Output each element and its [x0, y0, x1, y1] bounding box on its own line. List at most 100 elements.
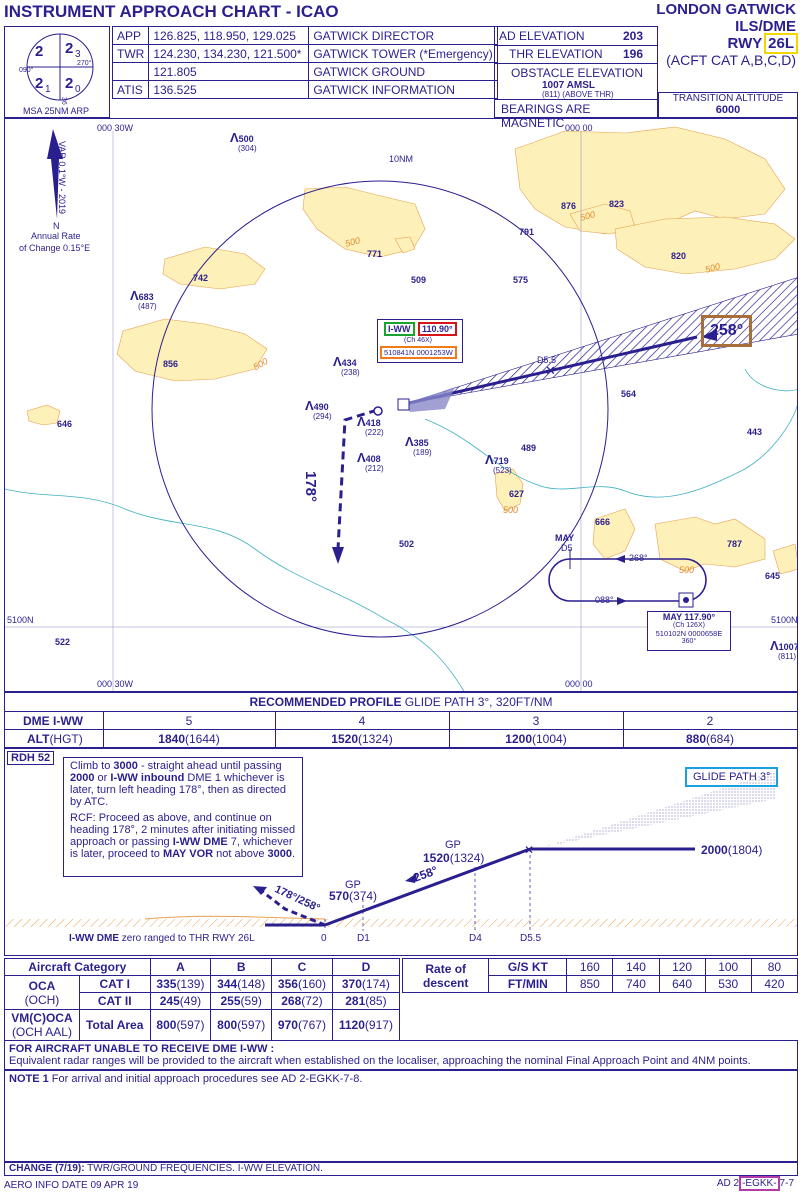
d55-label: D5.5	[537, 355, 557, 365]
obstacle-height: (304)	[238, 144, 257, 153]
obstacle: Λ490(294)	[305, 398, 332, 421]
rcf-t4b: MAY VOR	[162, 848, 214, 860]
hold-inbound: 268°	[629, 553, 648, 563]
vm-c: 970(767)	[271, 1009, 333, 1041]
profile-hgt-value: (1004)	[532, 732, 567, 746]
thr-elevation-label: THR ELEVATION	[509, 47, 603, 61]
profile-alt-cell: 1520(1324)	[275, 732, 449, 746]
obstacle-icon: Λ	[305, 398, 314, 413]
vm-cell: VM(C)OCA(OCH AAL)	[4, 1009, 80, 1041]
frequency-service: TWR	[111, 44, 150, 63]
profile-hgt-value: (1644)	[185, 732, 220, 746]
spot-height: 820	[671, 251, 687, 261]
profile-dme-cell: 5	[185, 714, 193, 728]
minima-cat1-row: OCA(OCH) CAT I 335(139) 344(148) 356(160…	[4, 975, 401, 1010]
aero-info-date: AERO INFO DATE 09 APR 19	[4, 1180, 139, 1191]
obstacle: Λ385(189)	[405, 435, 432, 457]
gp1-alt-value: 1520	[423, 851, 450, 865]
obstacle-icon: Λ	[130, 288, 139, 303]
frequency-freq: 121.805	[148, 62, 310, 81]
rod-label2: descent	[423, 975, 469, 990]
profile-diagram: ✕	[5, 771, 797, 931]
range-ring-label: 10NM	[389, 154, 414, 164]
change-label: CHANGE (7/19):	[9, 1163, 85, 1174]
obstacle-elevation: 434	[341, 358, 357, 368]
vm-sub: (OCH AAL)	[11, 1025, 72, 1039]
profile-table: RECOMMENDED PROFILE GLIDE PATH 3°, 320FT…	[4, 692, 798, 749]
missed-t1b: 3000	[113, 760, 138, 772]
svg-text:090°: 090°	[19, 66, 34, 74]
ils-ident: I-WW	[384, 322, 415, 336]
grid-bottom-right: 000 00	[565, 679, 593, 689]
frequency-service: APP	[111, 26, 150, 45]
ils-frequency: 110.90°	[418, 322, 457, 336]
obstacle-elevation: 500	[238, 134, 254, 144]
cat2-c: 268(72)	[271, 992, 333, 1010]
runway-prefix: RWY	[727, 35, 767, 52]
minima-header: Aircraft Category A B C D	[4, 958, 401, 976]
spot-height: 856	[163, 359, 179, 369]
profile-alt-cell: 1840(1644)	[103, 732, 275, 746]
variation-text: VAR 0.1°W - 2019	[57, 141, 67, 214]
spot-height: 502	[399, 539, 415, 549]
spot-height: 646	[57, 419, 73, 429]
svg-text:✕: ✕	[524, 843, 534, 857]
frequency-name: GATWICK DIRECTOR	[308, 26, 498, 45]
obstacle: Λ1007(811)	[770, 639, 797, 661]
gp2-label: GP	[345, 879, 361, 891]
grid-bottom-left: 000 30W	[97, 679, 134, 689]
ils-channel: (Ch 46X)	[404, 337, 433, 344]
dme-note-bold: I-WW DME	[69, 933, 119, 944]
profile-title-bold: RECOMMENDED PROFILE	[249, 695, 402, 709]
cat2-b: 255(59)	[210, 992, 273, 1010]
svg-text:✕: ✕	[545, 363, 556, 378]
page-post: 7-7	[779, 1178, 794, 1189]
transition-altitude-box: TRANSITION ALTITUDE 6000	[658, 92, 798, 118]
runway-designator: 26L	[764, 33, 798, 54]
radar-note-title: FOR AIRCRAFT UNABLE TO RECEIVE DME I-WW …	[9, 1043, 275, 1055]
gs-2: 120	[658, 958, 706, 976]
gp2-hgt-value: (374)	[349, 889, 378, 903]
frequency-name: GATWICK GROUND	[308, 62, 498, 81]
fpm-0: 850	[566, 975, 614, 993]
svg-text:2: 2	[65, 40, 73, 57]
descent-fpm-row: FT/MIN 850 740 640 530 420	[403, 975, 799, 993]
profile-hgt-value: (684)	[706, 732, 735, 746]
msa-label: MSA 25NM ARP	[23, 106, 90, 116]
profile-alt-cell: 1200(1004)	[449, 732, 623, 746]
missed-t4: or	[94, 772, 111, 784]
alt-label-hgt: (HGT)	[49, 732, 83, 746]
obstacle-elevation: 683	[138, 292, 154, 302]
aircraft-category: (ACFT CAT A,B,C,D)	[666, 52, 796, 68]
gp1-hgt-value: (1324)	[449, 851, 485, 865]
page-mid: -EGKK-	[739, 1176, 780, 1191]
total-area-label: Total Area	[78, 1009, 151, 1041]
radar-note: FOR AIRCRAFT UNABLE TO RECEIVE DME I-WW …	[4, 1040, 798, 1070]
spot-height: 575	[513, 275, 529, 285]
frequency-freq: 136.525	[148, 80, 310, 99]
minima-header-a: A	[149, 958, 212, 976]
ad-elevation-label: AD ELEVATION	[499, 29, 585, 43]
tick-d55: D5.5	[520, 933, 542, 944]
profile-alt-value: 1840	[158, 732, 185, 746]
procedure-name: ILS/DME	[735, 18, 796, 35]
obstacle-value: 1007 AMSL	[542, 80, 595, 91]
profile-alt-value: 1520	[331, 732, 358, 746]
obstacle-height: (523)	[493, 466, 512, 475]
minima-header-d: D	[331, 958, 401, 976]
svg-text:0: 0	[75, 84, 81, 95]
missed-t3b: 2000	[70, 772, 95, 784]
oca-label: OCA	[28, 978, 56, 993]
obstacle: Λ418(222)	[357, 415, 384, 437]
cat1-d: 370(174)	[331, 975, 401, 993]
transition-altitude-value: 6000	[715, 104, 741, 116]
elevation-panel: AD ELEVATION 203 THR ELEVATION 196 OBSTA…	[494, 26, 658, 130]
minima-vm-row: VM(C)OCA(OCH AAL) Total Area 800(597) 80…	[4, 1009, 401, 1041]
bearings-note: BEARINGS ARE MAGNETIC	[501, 102, 591, 130]
tick-d1: D1	[357, 933, 370, 944]
